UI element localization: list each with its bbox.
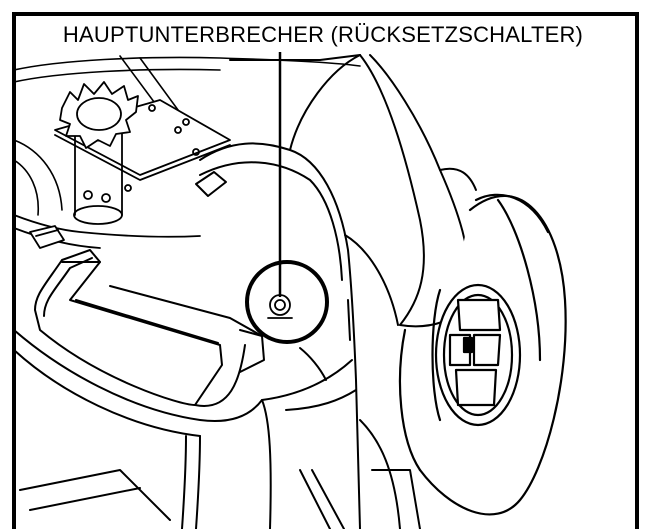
circuit-breaker-button	[267, 294, 293, 319]
rear-handle	[34, 249, 265, 407]
breaker-highlight-circle	[245, 260, 329, 344]
front-body-panel	[195, 142, 361, 529]
bottom-skirt	[299, 419, 421, 529]
seat-post-gear	[59, 81, 139, 149]
rear-body-shape	[14, 55, 361, 216]
callout-label: HAUPTUNTERBRECHER (RÜCKSETZSCHALTER)	[62, 22, 584, 47]
tiller-shroud	[229, 54, 477, 328]
seat-post	[54, 81, 231, 225]
frame-border	[12, 12, 639, 529]
floor-deck	[14, 214, 201, 261]
rear-shroud	[14, 329, 263, 529]
front-wheel	[398, 193, 567, 516]
